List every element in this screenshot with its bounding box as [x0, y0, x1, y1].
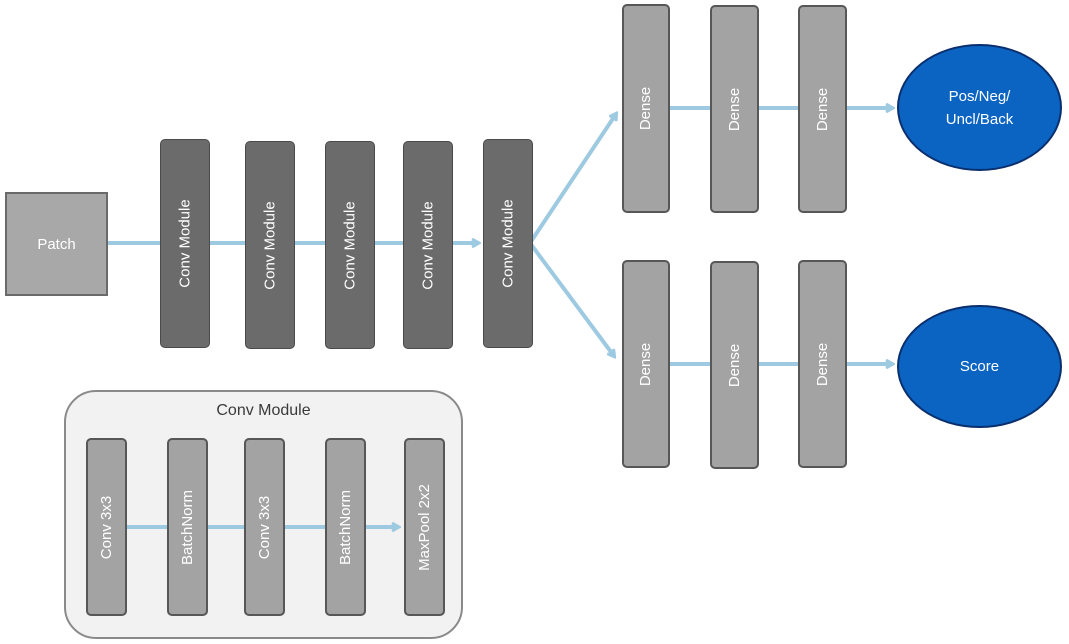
- score-output-label: Score: [959, 358, 1000, 375]
- score-output: Score: [897, 305, 1062, 428]
- top-dense-2: Dense: [710, 5, 759, 213]
- conv-module-4: Conv Module: [403, 141, 453, 349]
- layer-label: MaxPool 2x2: [416, 483, 433, 571]
- legend-layer-batchnorm-2: BatchNorm: [325, 438, 366, 616]
- bottom-dense-3: Dense: [798, 260, 847, 468]
- conv-module-2: Conv Module: [245, 141, 295, 349]
- bottom-dense-2: Dense: [710, 261, 759, 469]
- top-dense-3: Dense: [798, 5, 847, 213]
- legend-layer-batchnorm-1: BatchNorm: [167, 438, 208, 616]
- layer-label: Conv 3x3: [256, 495, 273, 559]
- patch-box: Patch: [5, 192, 108, 296]
- branch-bottom-arrow: [528, 241, 614, 356]
- legend-title: Conv Module: [216, 402, 311, 419]
- conv-module-5: Conv Module: [483, 139, 533, 348]
- classification-output-label: Pos/Neg/ Uncl/Back: [945, 87, 1014, 128]
- layer-label: BatchNorm: [337, 489, 354, 565]
- legend-layer-maxpool: MaxPool 2x2: [404, 438, 445, 616]
- layer-label: BatchNorm: [179, 489, 196, 565]
- conv-module-1: Conv Module: [160, 139, 210, 348]
- legend-layer-conv-2: Conv 3x3: [244, 438, 285, 616]
- classification-output: Pos/Neg/ Uncl/Back: [897, 44, 1062, 171]
- legend-layer-conv-1: Conv 3x3: [86, 438, 127, 616]
- branch-top-arrow: [528, 114, 616, 245]
- top-dense-1: Dense: [622, 4, 670, 213]
- bottom-dense-1: Dense: [622, 260, 670, 468]
- layer-label: Conv 3x3: [98, 495, 115, 559]
- conv-module-3: Conv Module: [325, 141, 375, 349]
- patch-label: Patch: [37, 235, 76, 253]
